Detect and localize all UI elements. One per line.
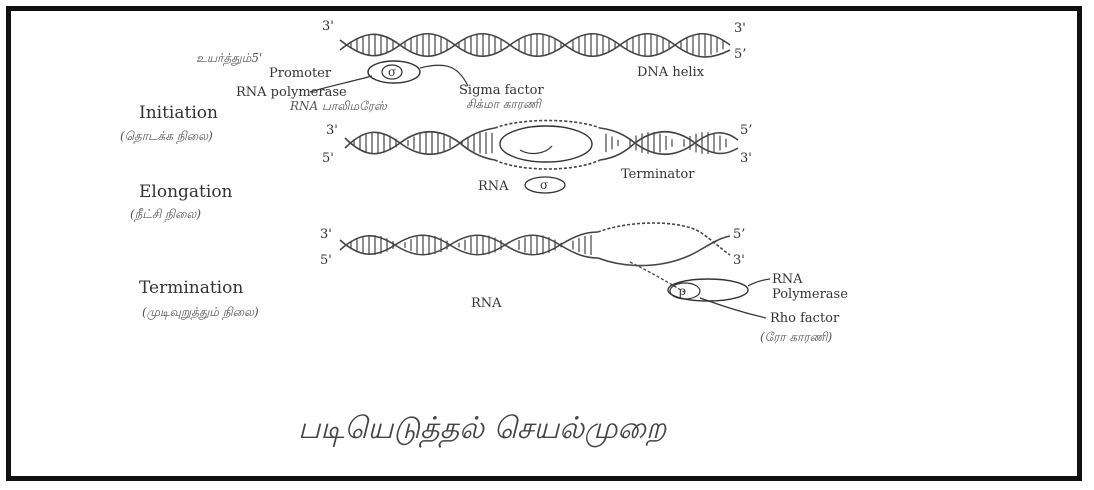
bot-5prime-right: 5’ — [733, 227, 745, 242]
rna-label-middle: RNA — [478, 179, 509, 194]
mid-3prime-right: 3' — [740, 151, 752, 166]
released-rna-strand — [630, 262, 684, 292]
top-3prime-left: 3' — [322, 19, 334, 34]
top-5prime-right: 5’ — [734, 47, 746, 62]
bot-5prime-left: 5' — [320, 253, 332, 268]
initiation-label: Initiation — [139, 103, 218, 123]
bot-3prime-left: 3' — [320, 227, 332, 242]
mid-5prime-left: 5' — [322, 151, 334, 166]
elongation-label: Elongation — [139, 182, 233, 202]
dna-helix-top — [340, 34, 730, 57]
terminator-label: Terminator — [621, 167, 695, 182]
dna-helix-bottom — [340, 223, 730, 266]
dna-helix-label: DNA helix — [637, 65, 705, 80]
bot-3prime-right: 3' — [733, 253, 745, 268]
rho-factor-tamil: (ரோ காரணி) — [760, 330, 832, 344]
initiation-tamil: (தொடக்க நிலை) — [120, 129, 213, 145]
rna-polymerase-bottom-line1: RNA — [772, 272, 803, 287]
rho-pointer — [700, 298, 766, 318]
promoter-label: Promoter — [269, 66, 332, 81]
rna-strand-middle — [520, 146, 552, 153]
rna-polymerase-bottom-line2: Polymerase — [772, 287, 848, 302]
rho-factor-label: Rho factor — [770, 311, 840, 326]
sigma-factor-tamil: சிக்மா காரணி — [466, 97, 542, 111]
sigma-symbol-top: σ — [388, 65, 396, 79]
mid-3prime-left: 3' — [326, 123, 338, 138]
termination-label: Termination — [139, 278, 243, 298]
rna-polymerase-tamil: RNA பாலிமரேஸ் — [289, 99, 388, 113]
rho-symbol: ρ — [679, 284, 686, 298]
rna-label-bottom: RNA — [471, 296, 502, 311]
sigma-symbol-middle: σ — [540, 178, 548, 192]
sigma-factor-label: Sigma factor — [459, 83, 544, 98]
polymerase-ellipse-middle — [500, 126, 592, 162]
termination-tamil: (முடிவுறுத்தும் நிலை) — [142, 305, 259, 321]
elongation-tamil: (நீட்சி நிலை) — [130, 207, 201, 223]
figure-caption: படியெடுத்தல் செயல்முறை — [298, 411, 667, 448]
top-tamil-note: உயர்த்தும்5' — [196, 51, 262, 66]
mid-5prime-right: 5’ — [740, 123, 752, 138]
polymerase-pointer-bottom — [748, 279, 770, 286]
rna-polymerase-label: RNA polymerase — [236, 85, 347, 100]
top-3prime-right: 3' — [734, 21, 746, 36]
